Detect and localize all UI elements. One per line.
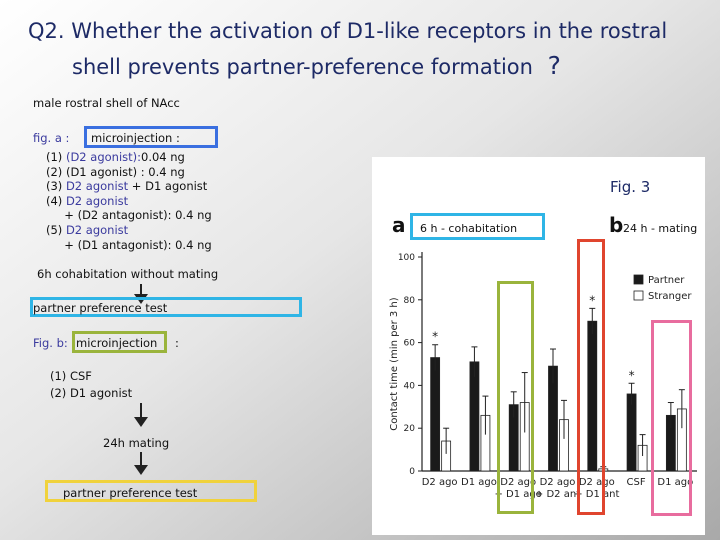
category-label: D1 ago (657, 477, 693, 488)
treatment-a-row: (1) (D2 agonist):0.04 ng (46, 150, 185, 164)
treatment-a-num: + (46, 237, 78, 252)
treatment-a-dose: (D2 antagonist): 0.4 ng (77, 208, 212, 223)
panel-a-condition: 6 h - cohabitation (420, 222, 518, 235)
treatment-a-row: (4) D2 agonist (46, 194, 128, 208)
significance-marker: * (589, 293, 595, 307)
panel-a-condition-box (410, 213, 545, 240)
treatment-b-2: (2) D1 agonist (50, 386, 133, 400)
category-label: + D1 ant (574, 489, 619, 500)
category-label: D1 ago (461, 477, 497, 488)
title-question-mark: ? (547, 51, 561, 80)
panel-a-letter: a (392, 213, 406, 237)
flow-arrowhead-3 (134, 465, 148, 475)
category-label: D2 ago (540, 477, 576, 488)
panel-b-letter: b (609, 213, 624, 237)
category-label: D2 ago (579, 477, 615, 488)
y-tick-label: 60 (404, 339, 416, 349)
cohabitation-step: 6h cohabitation without mating (37, 267, 219, 281)
pp-test-a: partner preference test (33, 301, 168, 315)
pp-test-a-box (30, 297, 302, 317)
mating-step: 24h mating (103, 436, 170, 450)
treatment-a-num: (1) (46, 150, 66, 164)
fig-a-step: microinjection : (91, 131, 180, 145)
treatment-a-dose: 0.04 ng (141, 150, 185, 164)
y-tick-label: 80 (404, 296, 416, 306)
panel-b-condition: 24 h - mating (623, 222, 698, 235)
fig-a-step-box (84, 126, 218, 148)
flow-arrowhead-2 (134, 417, 148, 427)
fig-b-label: Fig. b: (33, 336, 68, 350)
treatment-a-drug: D2 agonist (65, 193, 129, 208)
treatment-a-dose: (D1 agonist) : 0.4 ng (65, 164, 185, 179)
figure-caption: Fig. 3 (610, 178, 651, 196)
highlight-box-olive (497, 281, 534, 514)
fig-b-step: microinjection (76, 336, 158, 350)
treatment-a-num: (5) (46, 223, 66, 237)
significance-marker: * (629, 368, 635, 382)
significance-marker: * (432, 330, 438, 344)
treatment-a-row: (5) D2 agonist (46, 223, 128, 237)
slide-title-line-1: Q2. Whether the activation of D1-like re… (28, 19, 668, 43)
treatment-a-drug: D2 agonist (65, 223, 129, 237)
treatment-a-row: + (D1 antagonist): 0.4 ng (46, 237, 212, 252)
bar-partner (469, 361, 480, 472)
fig-a-label: fig. a : (33, 131, 70, 145)
y-tick-label: 40 (404, 381, 416, 391)
treatment-a-row: (3) D2 agonist + D1 agonist (46, 179, 207, 193)
treatment-a-row: (2) (D1 agonist) : 0.4 ng (46, 165, 185, 179)
category-label: + D1 ago (495, 489, 542, 500)
treatment-a-num: + (46, 208, 78, 223)
bar-chart: Contact time (min per 3 h) 0 20 40 60 80 100 * D… (389, 252, 697, 500)
treatment-a-drug: (D2 agonist): (65, 150, 141, 164)
flow-arrow-3 (140, 452, 142, 468)
figure-panel (372, 157, 705, 535)
category-label: D2 ago (500, 477, 536, 488)
treatment-a-dose: (D1 antagonist): 0.4 ng (77, 237, 212, 252)
highlight-box-pink (651, 320, 692, 516)
treatment-a-dose: + D1 agonist (128, 179, 208, 194)
category-label: D2 ago (422, 477, 458, 488)
flow-arrow-1 (140, 284, 142, 298)
treatment-a-num: (4) (46, 193, 66, 208)
subject-text: male rostral shell of NAcc (33, 96, 180, 110)
y-tick-label: 20 (404, 424, 416, 434)
treatment-a-num: (3) (46, 179, 66, 194)
legend-swatch (633, 290, 644, 301)
legend-swatch (633, 274, 644, 285)
slide-title-line-2: shell prevents partner-preference format… (72, 51, 561, 80)
title-text: shell prevents partner-preference format… (72, 55, 533, 79)
y-axis-label: Contact time (min per 3 h) (389, 297, 400, 430)
category-label: + D2 ant (535, 489, 580, 500)
category-label: CSF (627, 477, 646, 488)
flow-arrow-2 (140, 403, 142, 421)
treatment-a-num: (2) (46, 164, 66, 179)
y-tick-label: 100 (398, 253, 415, 263)
bar-partner (430, 357, 441, 472)
fig-b-step-box (72, 331, 167, 353)
pp-test-b-box (45, 480, 257, 502)
treatment-a-row: + (D2 antagonist): 0.4 ng (46, 208, 212, 223)
treatment-b-1: (1) CSF (50, 369, 92, 383)
y-tick-label: 0 (409, 467, 415, 477)
highlight-box-red (577, 239, 605, 515)
treatment-a-drug: D2 agonist (65, 179, 129, 194)
legend-label: Stranger (648, 291, 692, 302)
bar-partner (626, 393, 637, 472)
legend-label: Partner (648, 275, 685, 286)
fig-b-colon: : (175, 336, 179, 350)
pp-test-b: partner preference test (63, 486, 198, 500)
